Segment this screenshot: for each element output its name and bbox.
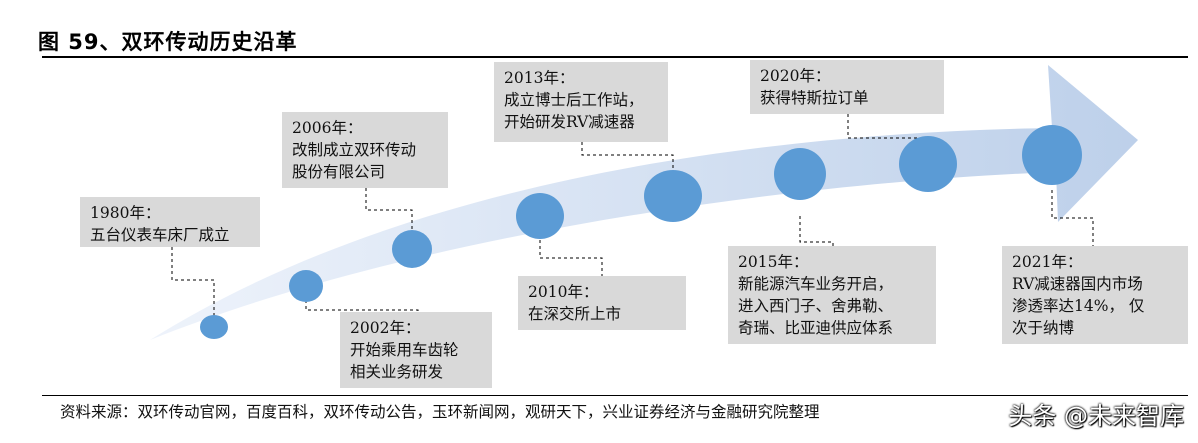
milestone-year: 2020年： [760, 67, 831, 85]
node-2020 [899, 136, 957, 192]
milestone-text: 开始研发RV减速器 [504, 113, 635, 131]
milestone-2015: 2015年： 新能源汽车业务开启， 进入西门子、舍弗勒、 奇瑞、比亚迪供应体系 [728, 246, 936, 344]
milestone-text: 开始乘用车齿轮 [350, 341, 459, 359]
node-2013 [644, 170, 702, 222]
milestone-2002: 2002年： 开始乘用车齿轮 相关业务研发 [340, 312, 492, 388]
node-1980 [200, 315, 228, 339]
milestone-year: 2010年： [528, 283, 599, 301]
milestone-text: 进入西门子、舍弗勒、 [738, 297, 894, 315]
connector-2010 [539, 240, 603, 276]
connector-1980 [171, 247, 215, 318]
milestone-2006: 2006年： 改制成立双环传动 股份有限公司 [282, 112, 448, 188]
progress-arrow [150, 65, 1138, 340]
figure-title: 图 59、双环传动历史沿革 [38, 30, 298, 54]
node-2021 [1022, 125, 1082, 185]
milestone-text: 股份有限公司 [292, 163, 386, 181]
milestone-text: 渗透率达14%， 仅 [1012, 297, 1145, 315]
connector-2020 [847, 114, 928, 139]
node-2006 [392, 230, 432, 268]
node-2002 [289, 270, 323, 302]
connector-2015 [799, 216, 834, 255]
source-note: 资料来源：双环传动官网，百度百科，双环传动公告，玉环新闻网，观研天下，兴业证券经… [60, 403, 820, 421]
milestone-text: 次于纳博 [1012, 319, 1075, 337]
connector-2021 [1051, 190, 1094, 246]
node-2010 [516, 193, 564, 239]
milestone-2020: 2020年： 获得特斯拉订单 [750, 60, 944, 114]
watermark: 头条 @未来智库 [1008, 402, 1184, 430]
milestone-year: 2013年： [504, 69, 575, 87]
milestone-2021: 2021年： RV减速器国内市场 渗透率达14%， 仅 次于纳博 [1002, 246, 1188, 344]
top-rule [42, 56, 1188, 58]
milestone-text: 相关业务研发 [350, 363, 444, 381]
bottom-rule [42, 395, 1188, 396]
milestone-year: 2006年： [292, 119, 363, 137]
milestone-1980: 1980年： 五台仪表车床厂成立 [80, 197, 260, 247]
milestone-text: 新能源汽车业务开启， [738, 275, 894, 293]
milestone-year: 2015年： [738, 253, 809, 271]
milestone-2010: 2010年： 在深交所上市 [518, 276, 686, 330]
node-2015 [774, 148, 826, 200]
connector-2013 [581, 142, 674, 172]
milestone-text: 在深交所上市 [528, 305, 622, 323]
connector-2006 [365, 188, 413, 234]
milestone-text: 成立博士后工作站， [504, 91, 644, 109]
milestone-2013: 2013年： 成立博士后工作站， 开始研发RV减速器 [494, 62, 668, 142]
milestone-text: 奇瑞、比亚迪供应体系 [738, 319, 894, 337]
milestone-text: 获得特斯拉订单 [760, 89, 869, 107]
milestone-year: 1980年： [90, 204, 161, 222]
milestone-year: 2002年： [350, 319, 421, 337]
milestone-text: 五台仪表车床厂成立 [90, 226, 230, 244]
milestone-year: 2021年： [1012, 253, 1083, 271]
milestone-text: RV减速器国内市场 [1012, 275, 1143, 293]
milestone-text: 改制成立双环传动 [292, 141, 417, 159]
